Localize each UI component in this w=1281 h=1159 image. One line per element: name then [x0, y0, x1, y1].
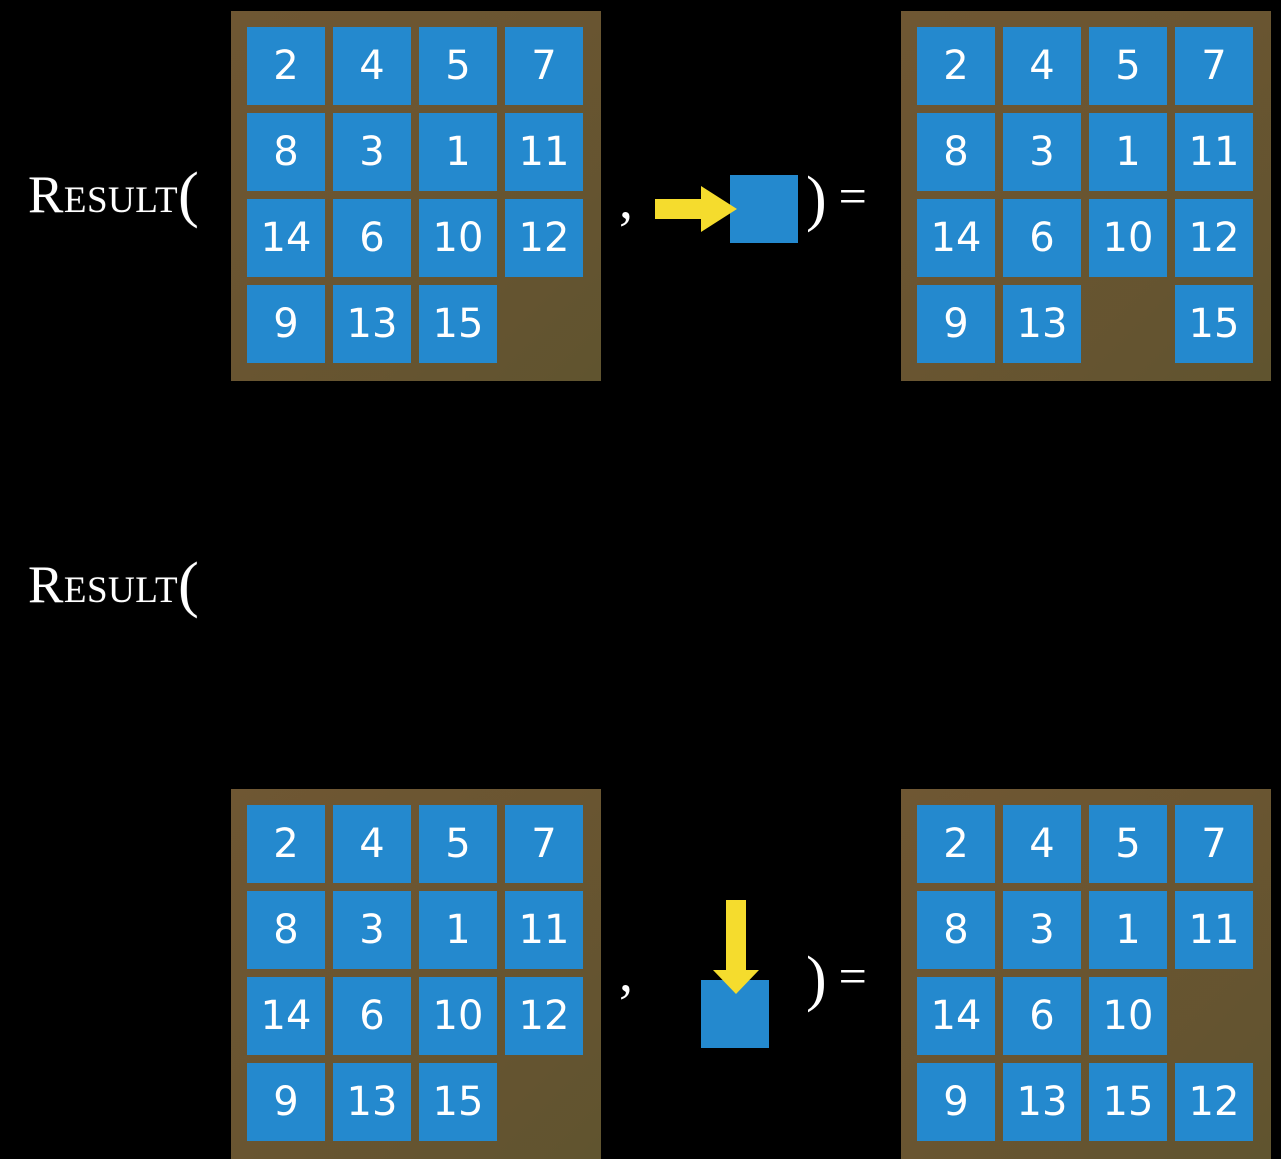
tile[interactable]: 3 [333, 113, 411, 191]
tile[interactable]: 7 [505, 27, 583, 105]
tile[interactable]: 11 [1175, 891, 1253, 969]
result-label-row-1: Result( [28, 164, 199, 226]
tile[interactable]: 11 [505, 891, 583, 969]
tile[interactable]: 9 [247, 285, 325, 363]
input-board-row-1[interactable]: 2 4 5 7 8 3 1 11 14 6 10 12 9 13 15 [231, 11, 601, 381]
tile[interactable]: 4 [333, 805, 411, 883]
equation-row-2: Result( 2 4 5 7 8 3 1 11 14 6 10 12 9 13… [0, 390, 1281, 1159]
result-word: Result [28, 166, 179, 224]
tile[interactable]: 13 [333, 285, 411, 363]
tile[interactable]: 12 [1175, 1063, 1253, 1141]
move-glyph-down [697, 900, 779, 1052]
tile[interactable]: 8 [917, 113, 995, 191]
tile[interactable]: 3 [1003, 891, 1081, 969]
tile[interactable]: 9 [917, 285, 995, 363]
tile[interactable]: 5 [1089, 27, 1167, 105]
output-board-row-1[interactable]: 2 4 5 7 8 3 1 11 14 6 10 12 9 13 15 [901, 11, 1271, 381]
result-label-row-2: Result( [28, 554, 199, 616]
tile[interactable]: 1 [1089, 891, 1167, 969]
puzzle-grid: 2 4 5 7 8 3 1 11 14 6 10 12 9 13 15 [247, 27, 585, 365]
comma-separator-row-1: , [619, 169, 633, 231]
tile[interactable]: 15 [419, 1063, 497, 1141]
tile[interactable]: 14 [917, 977, 995, 1055]
tile[interactable]: 11 [505, 113, 583, 191]
tile[interactable]: 12 [1175, 199, 1253, 277]
tile[interactable]: 3 [1003, 113, 1081, 191]
tile[interactable]: 7 [1175, 805, 1253, 883]
tile[interactable]: 4 [333, 27, 411, 105]
input-board-row-2[interactable]: 2 4 5 7 8 3 1 11 14 6 10 12 9 13 15 [231, 789, 601, 1159]
tile[interactable]: 1 [1089, 113, 1167, 191]
tile[interactable]: 6 [1003, 199, 1081, 277]
tile[interactable]: 12 [505, 199, 583, 277]
equals-sign: = [838, 168, 867, 224]
arrow-right-icon [655, 186, 737, 232]
tile[interactable]: 7 [1175, 27, 1253, 105]
tile[interactable]: 5 [1089, 805, 1167, 883]
tile[interactable]: 4 [1003, 805, 1081, 883]
equals-sign: = [838, 948, 867, 1004]
puzzle-grid: 2 4 5 7 8 3 1 11 14 6 10 9 13 15 12 [917, 805, 1255, 1143]
tile[interactable]: 9 [917, 1063, 995, 1141]
blank-square-icon [730, 175, 798, 243]
tile[interactable]: 14 [247, 977, 325, 1055]
tile[interactable]: 2 [917, 805, 995, 883]
close-paren-equals-row-1: )= [806, 168, 867, 230]
puzzle-grid: 2 4 5 7 8 3 1 11 14 6 10 12 9 13 15 [917, 27, 1255, 365]
tile[interactable]: 1 [419, 113, 497, 191]
empty-cell [505, 285, 583, 363]
tile[interactable]: 8 [247, 891, 325, 969]
tile[interactable]: 4 [1003, 27, 1081, 105]
close-paren: ) [806, 945, 827, 1013]
puzzle-grid: 2 4 5 7 8 3 1 11 14 6 10 12 9 13 15 [247, 805, 585, 1143]
tile[interactable]: 6 [1003, 977, 1081, 1055]
output-board-row-2[interactable]: 2 4 5 7 8 3 1 11 14 6 10 9 13 15 12 [901, 789, 1271, 1159]
comma-separator-row-2: , [619, 942, 633, 1004]
tile[interactable]: 15 [1175, 285, 1253, 363]
equation-row-1: Result( 2 4 5 7 8 3 1 11 14 6 10 12 9 13… [0, 0, 1281, 390]
tile[interactable]: 13 [333, 1063, 411, 1141]
move-glyph-right [655, 172, 805, 248]
tile[interactable]: 12 [505, 977, 583, 1055]
tile[interactable]: 13 [1003, 285, 1081, 363]
tile[interactable]: 6 [333, 977, 411, 1055]
tile[interactable]: 9 [247, 1063, 325, 1141]
tile[interactable]: 5 [419, 805, 497, 883]
open-paren: ( [178, 161, 200, 229]
tile[interactable]: 3 [333, 891, 411, 969]
tile[interactable]: 13 [1003, 1063, 1081, 1141]
tile[interactable]: 14 [247, 199, 325, 277]
tile[interactable]: 10 [419, 199, 497, 277]
result-word: Result [28, 556, 179, 614]
tile[interactable]: 7 [505, 805, 583, 883]
tile[interactable]: 2 [917, 27, 995, 105]
arrow-down-icon [713, 900, 759, 994]
tile[interactable]: 10 [419, 977, 497, 1055]
tile[interactable]: 14 [917, 199, 995, 277]
tile[interactable]: 15 [1089, 1063, 1167, 1141]
tile[interactable]: 1 [419, 891, 497, 969]
empty-cell [505, 1063, 583, 1141]
close-paren: ) [806, 165, 827, 233]
tile[interactable]: 11 [1175, 113, 1253, 191]
tile[interactable]: 8 [917, 891, 995, 969]
tile[interactable]: 10 [1089, 977, 1167, 1055]
tile[interactable]: 2 [247, 805, 325, 883]
close-paren-equals-row-2: )= [806, 948, 867, 1010]
empty-cell [1089, 285, 1167, 363]
tile[interactable]: 8 [247, 113, 325, 191]
tile[interactable]: 15 [419, 285, 497, 363]
tile[interactable]: 5 [419, 27, 497, 105]
empty-cell [1175, 977, 1253, 1055]
tile[interactable]: 10 [1089, 199, 1167, 277]
tile[interactable]: 2 [247, 27, 325, 105]
open-paren: ( [178, 551, 200, 619]
tile[interactable]: 6 [333, 199, 411, 277]
